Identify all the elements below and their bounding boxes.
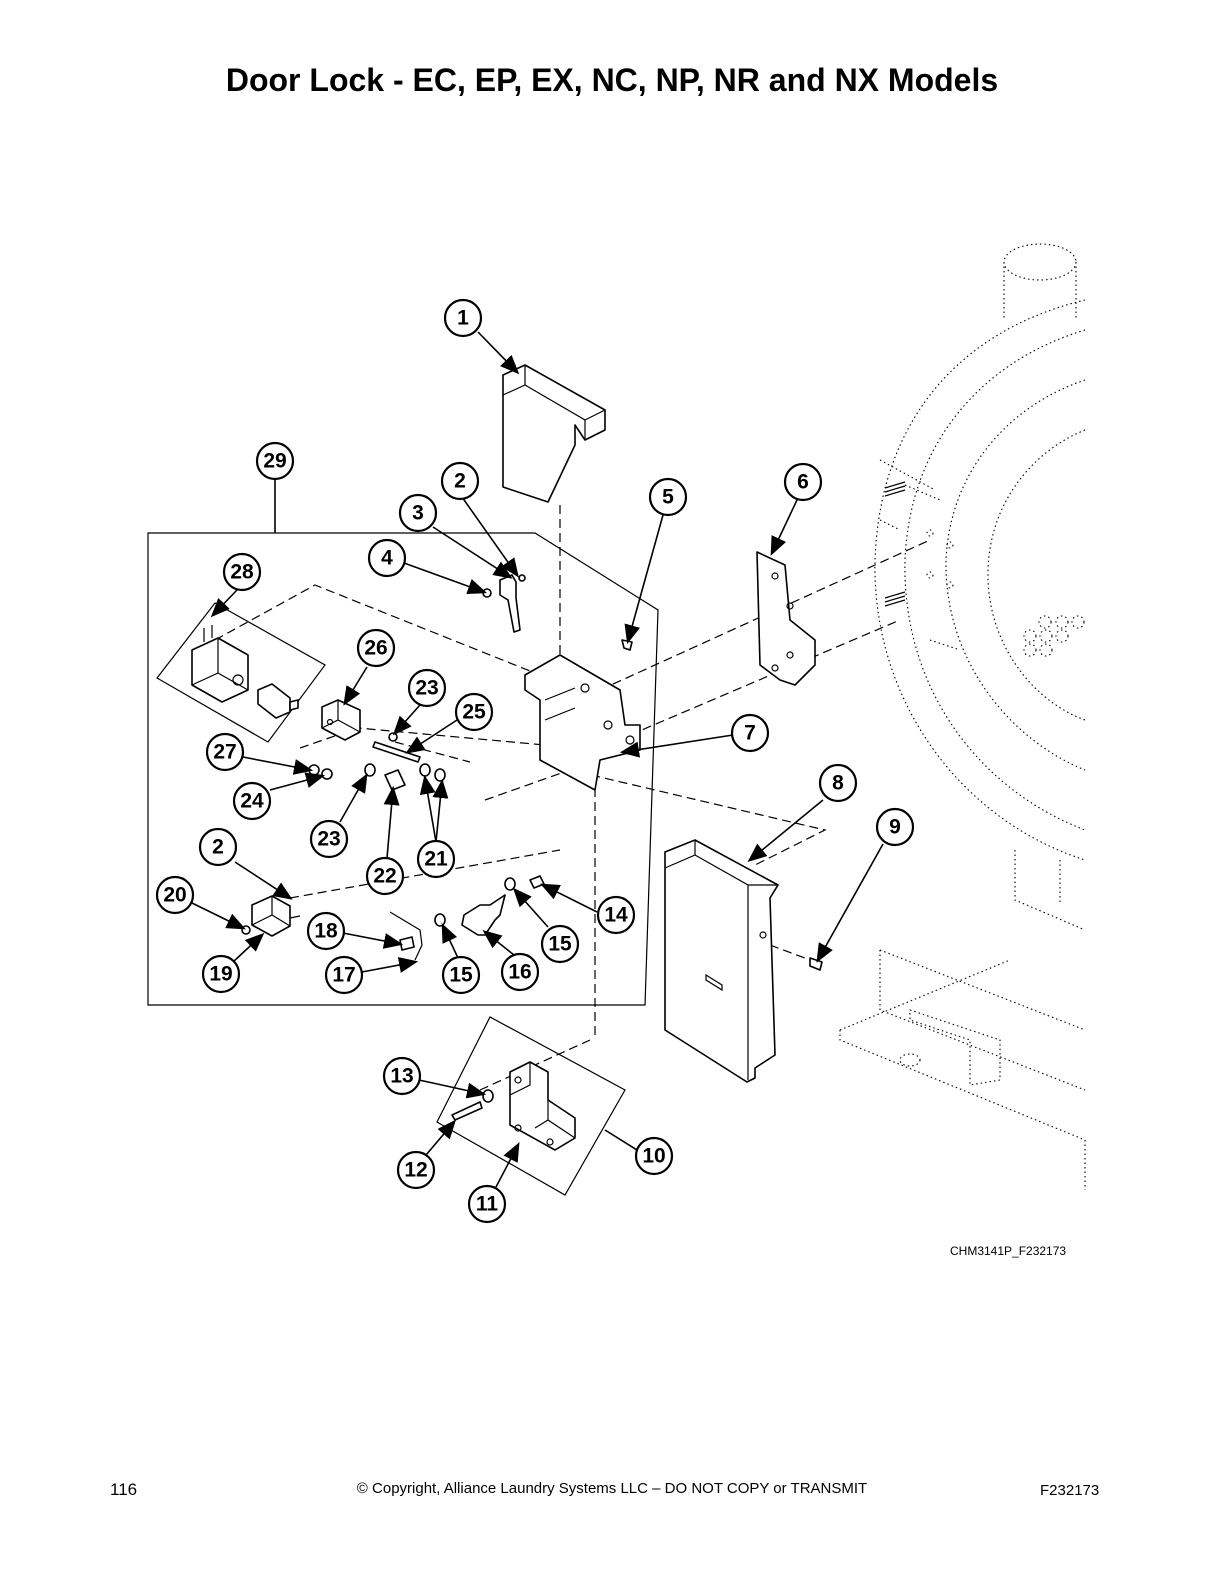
callout-15-left: 15	[441, 955, 481, 995]
svg-text:21: 21	[424, 848, 448, 871]
alignment-lines	[214, 505, 931, 1091]
svg-text:2: 2	[212, 836, 224, 859]
part-5-screw	[621, 639, 633, 651]
part-4-screw	[482, 588, 492, 598]
svg-text:29: 29	[263, 450, 286, 473]
svg-text:22: 22	[373, 865, 396, 888]
callout-5: 5	[648, 477, 688, 517]
callout-18: 18	[306, 911, 346, 951]
callout-22: 22	[365, 856, 405, 896]
part-28-solenoid-kit	[156, 602, 326, 743]
assembly-boundary	[147, 532, 659, 1006]
svg-text:10: 10	[642, 1145, 665, 1168]
callout-7: 7	[730, 713, 770, 753]
callout-2-lower: 2	[198, 827, 238, 867]
svg-text:1: 1	[457, 307, 469, 330]
callout-20: 20	[155, 875, 195, 915]
svg-text:28: 28	[230, 561, 254, 584]
svg-text:2: 2	[454, 470, 466, 493]
callout-15-right: 15	[540, 924, 580, 964]
svg-text:13: 13	[390, 1065, 413, 1088]
svg-text:5: 5	[662, 486, 674, 509]
svg-text:23: 23	[415, 677, 438, 700]
footer-page-number: 116	[110, 1480, 138, 1499]
callout-26: 26	[356, 628, 396, 668]
callout-16: 16	[500, 952, 540, 992]
drawing-id: CHM3141P_F232173	[950, 1244, 1067, 1258]
callout-6: 6	[783, 462, 823, 502]
svg-text:16: 16	[508, 961, 531, 984]
svg-text:8: 8	[832, 772, 844, 795]
svg-text:20: 20	[163, 884, 186, 907]
part-1-cover	[502, 364, 606, 503]
callout-3: 3	[398, 493, 438, 533]
svg-text:19: 19	[209, 963, 232, 986]
callout-2-top: 2	[440, 461, 480, 501]
svg-text:15: 15	[548, 933, 572, 956]
callout-25: 25	[454, 692, 494, 732]
part-26-switch	[321, 699, 361, 741]
callout-1: 1	[443, 298, 483, 338]
svg-text:17: 17	[332, 964, 355, 987]
svg-text:14: 14	[604, 904, 628, 927]
svg-text:9: 9	[889, 816, 901, 839]
callout-4: 4	[367, 538, 407, 578]
svg-text:23: 23	[317, 828, 340, 851]
svg-text:4: 4	[381, 547, 393, 570]
callout-13: 13	[382, 1056, 422, 1096]
svg-text:15: 15	[449, 964, 473, 987]
svg-text:7: 7	[744, 722, 756, 745]
part-6-plate	[756, 551, 816, 686]
callout-10: 10	[634, 1136, 674, 1176]
part-9-screw	[809, 957, 823, 971]
svg-text:24: 24	[240, 790, 264, 813]
leader-lines	[191, 331, 884, 1188]
svg-text:11: 11	[476, 1193, 499, 1216]
callout-14: 14	[596, 895, 636, 935]
svg-text:25: 25	[462, 701, 486, 724]
footer-document-number: F232173	[1040, 1482, 1100, 1499]
part-19-actuator	[241, 895, 301, 937]
svg-text:27: 27	[213, 741, 236, 764]
callouts: 1 2 3 4 5 6 7 8 9 10 11 12 13 14 15 16 1…	[155, 298, 915, 1224]
svg-text:6: 6	[797, 471, 809, 494]
part-11-block	[509, 1061, 576, 1151]
svg-text:3: 3	[412, 502, 424, 525]
callout-28: 28	[222, 552, 262, 592]
callout-11: 11	[467, 1184, 507, 1224]
callout-19: 19	[201, 954, 241, 994]
callout-12: 12	[396, 1150, 436, 1190]
callout-24: 24	[232, 781, 272, 821]
callout-23-upper: 23	[407, 668, 447, 708]
part-13-washer	[482, 1089, 494, 1103]
callout-8: 8	[818, 763, 858, 803]
part-10-kit-frame	[436, 1016, 626, 1196]
svg-text:18: 18	[314, 920, 338, 943]
part-7-bracket	[524, 654, 641, 791]
svg-text:26: 26	[364, 637, 387, 660]
callout-21: 21	[416, 839, 456, 879]
footer-copyright: © Copyright, Alliance Laundry Systems LL…	[356, 1480, 868, 1497]
callout-27: 27	[205, 732, 245, 772]
svg-text:12: 12	[404, 1159, 427, 1182]
part-12-screw	[451, 1101, 483, 1121]
machine-housing-outline	[839, 243, 1086, 1190]
part-8-housing	[664, 839, 779, 1083]
page-title: Door Lock - EC, EP, EX, NC, NP, NR and N…	[225, 62, 999, 98]
callout-29: 29	[255, 441, 295, 481]
callout-17: 17	[324, 955, 364, 995]
part-3-latch	[499, 574, 526, 633]
callout-9: 9	[875, 807, 915, 847]
callout-23-lower: 23	[309, 819, 349, 859]
